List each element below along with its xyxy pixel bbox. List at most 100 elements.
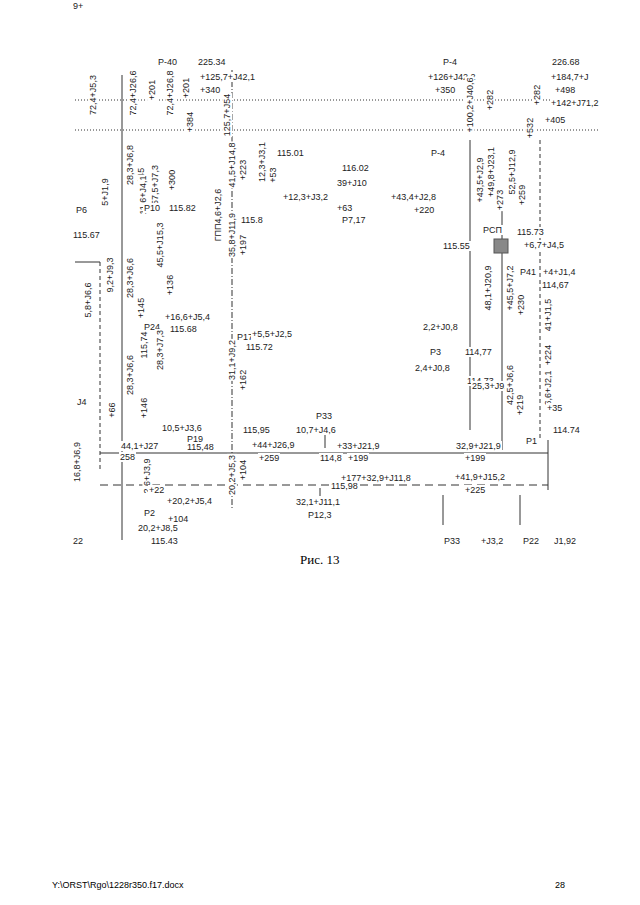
survey-label: 10,7+J4,6: [295, 425, 337, 435]
survey-label: 20,2+J8,5: [137, 523, 179, 533]
survey-label: 114.74: [552, 425, 581, 435]
survey-label: 6,6+J2,1: [543, 370, 553, 407]
survey-label: 2,4+J0,8: [414, 363, 451, 373]
survey-label: +125,7+J42,1: [199, 72, 256, 82]
survey-label: 115.82: [168, 203, 197, 213]
survey-label: +J3,2: [480, 536, 504, 546]
survey-label: +100,2+J40,6: [465, 76, 475, 133]
survey-label: 22: [72, 536, 84, 546]
survey-label: +259: [258, 453, 280, 463]
survey-label: 10,5+J3,6: [161, 423, 203, 433]
survey-label: +43,5+J2,9: [475, 156, 485, 203]
survey-label: РСП: [482, 225, 503, 235]
survey-label: +259: [517, 184, 527, 206]
survey-label: 16,8+J6,9: [72, 441, 82, 483]
survey-label: +43,4+J2,8: [390, 192, 437, 202]
survey-label: +12,3+J3,2: [282, 192, 329, 202]
survey-label: +53: [268, 166, 278, 183]
survey-label: +230: [516, 294, 526, 316]
survey-label: +340: [199, 85, 221, 95]
survey-label: 12,3+J3,1: [257, 141, 267, 183]
survey-label: 32,1+J11,1: [295, 497, 341, 507]
survey-label: +282: [532, 84, 542, 106]
survey-label: 115,95: [242, 425, 271, 435]
survey-label: 225.34: [197, 57, 227, 67]
survey-label: 115.8: [240, 215, 264, 225]
survey-label: +33+J21,9: [336, 441, 381, 451]
survey-label: +384: [185, 111, 195, 133]
survey-label: 35,8+J11,9: [227, 212, 237, 258]
survey-label: +220: [413, 205, 435, 215]
survey-label: +224: [543, 344, 553, 366]
survey-label: 115.68: [169, 324, 198, 334]
survey-label: 258: [119, 452, 136, 462]
survey-label: 28,3+J6,6: [125, 257, 135, 299]
survey-label: J1,92: [553, 536, 577, 546]
survey-label: +350: [434, 85, 456, 95]
survey-label: +6,7+J4,5: [523, 240, 565, 250]
survey-label: +5,5+J2,5: [251, 329, 293, 339]
survey-label: +197: [238, 234, 248, 256]
survey-label: 115.55: [442, 241, 471, 251]
survey-label: P22: [522, 536, 540, 546]
survey-label: +146: [139, 397, 149, 419]
survey-label: 44,1+J27: [120, 441, 159, 451]
survey-label: 57,5+J7,3: [150, 164, 160, 206]
survey-label: P10: [143, 203, 161, 213]
survey-label: +145: [136, 297, 146, 319]
survey-label: +199: [464, 453, 486, 463]
survey-label: +142+J71,2: [550, 98, 600, 108]
survey-label: +282: [485, 89, 495, 111]
footer-text: Y:\ORST\Rgo\1228r350.f17.docx: [52, 880, 184, 890]
survey-label: 45,5+J15,3: [155, 222, 165, 269]
survey-label: +223: [238, 159, 248, 181]
survey-label: 41+J1,5: [543, 298, 553, 332]
survey-label: 114,8: [319, 453, 343, 463]
survey-label: 39+J10: [336, 178, 368, 188]
survey-label: +66: [107, 401, 117, 418]
survey-label: 5,8+J6,6: [83, 282, 93, 319]
station-marker: [494, 239, 508, 253]
survey-label: +201: [181, 77, 191, 99]
survey-label: 114,67: [541, 280, 570, 290]
survey-label: 116.02: [341, 163, 370, 173]
survey-label: 125,7+J54: [222, 93, 232, 137]
survey-label: 115.01: [276, 148, 305, 158]
survey-label: 115.73: [516, 227, 545, 237]
survey-label: +136: [165, 274, 175, 296]
survey-label: P-4: [430, 148, 446, 158]
survey-label: P12,3: [307, 510, 333, 520]
survey-label: +63: [336, 203, 353, 213]
survey-label: +405: [544, 115, 566, 125]
survey-label: 20,2+J5,3: [227, 454, 237, 496]
survey-label: +532: [525, 117, 535, 139]
survey-label: 72,4+J26,6: [128, 70, 138, 117]
survey-label: P41: [519, 267, 537, 277]
survey-label: 115.43: [150, 536, 179, 546]
survey-label: P6: [75, 205, 88, 215]
survey-label: +20,2+J5,4: [166, 496, 213, 506]
survey-label: +45,5+J7,2: [505, 264, 515, 311]
survey-label: +104: [238, 459, 248, 481]
survey-label: 115,98: [330, 481, 359, 491]
survey-label: ГПП4,6+J2,6: [213, 188, 223, 243]
survey-label: +300: [167, 169, 177, 191]
survey-label: P33: [315, 411, 333, 421]
survey-label: 2,2+J0,8: [422, 322, 459, 332]
survey-label: P-40: [157, 57, 178, 67]
figure-caption: Рис. 13: [300, 552, 339, 568]
survey-label: 114,77: [464, 347, 493, 357]
survey-label: 41,5+J14,8: [227, 142, 237, 189]
survey-label: +199: [347, 453, 369, 463]
survey-label: +4+J1,4: [542, 267, 577, 277]
survey-label: +162: [238, 369, 248, 391]
survey-label: 226.68: [551, 57, 581, 67]
survey-label: +41,9+J15,2: [454, 472, 506, 482]
survey-label: +498: [554, 85, 576, 95]
survey-label: +44+J26,9: [251, 440, 296, 450]
survey-label: P1: [525, 436, 538, 446]
footer-text: 28: [555, 880, 565, 890]
survey-label: P2: [143, 508, 156, 518]
survey-label: +201: [147, 79, 157, 101]
survey-label: +35: [546, 403, 563, 413]
